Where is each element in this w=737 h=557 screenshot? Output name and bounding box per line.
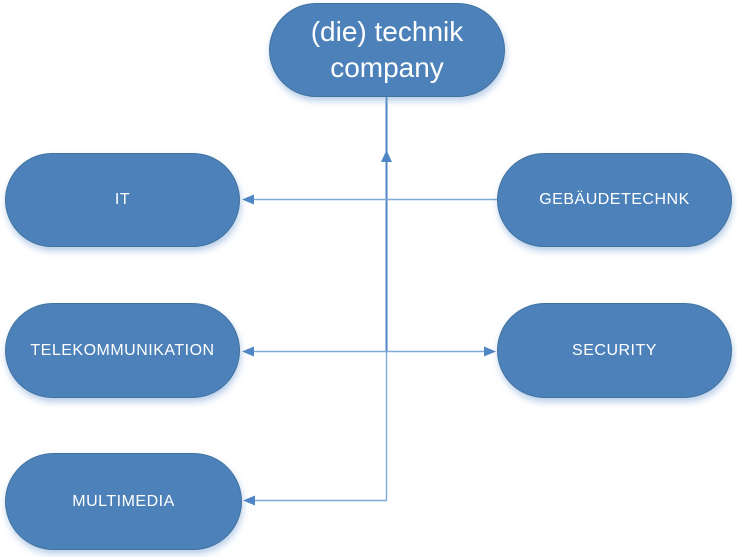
node-root-company[interactable]: (die) technik company xyxy=(269,3,505,97)
node-it-label: IT xyxy=(114,191,131,208)
node-telekommunikation[interactable]: TELEKOMMUNIKATION xyxy=(5,303,240,398)
node-gebaeudetechnk[interactable]: GEBÄUDETECHNK xyxy=(497,153,732,247)
arrow-left-to-it-icon xyxy=(242,194,254,205)
edge-junction-to-multimedia xyxy=(254,351,388,502)
arrow-left-to-telekommunikation-icon xyxy=(242,346,254,357)
node-multimedia-label: MULTIMEDIA xyxy=(72,492,175,510)
node-security[interactable]: SECURITY xyxy=(497,303,732,398)
arrow-up-to-root-icon xyxy=(381,150,392,162)
node-telekommunikation-label: TELEKOMMUNIKATION xyxy=(30,341,215,359)
node-security-label: SECURITY xyxy=(572,341,657,359)
arrow-left-to-multimedia-icon xyxy=(243,495,255,506)
node-root-label: (die) technik company xyxy=(310,16,464,83)
node-gebaeudetechnk-label: GEBÄUDETECHNK xyxy=(539,191,690,208)
node-multimedia[interactable]: MULTIMEDIA xyxy=(5,453,242,550)
arrow-right-to-security-icon xyxy=(484,346,496,357)
node-it[interactable]: IT xyxy=(5,153,240,247)
